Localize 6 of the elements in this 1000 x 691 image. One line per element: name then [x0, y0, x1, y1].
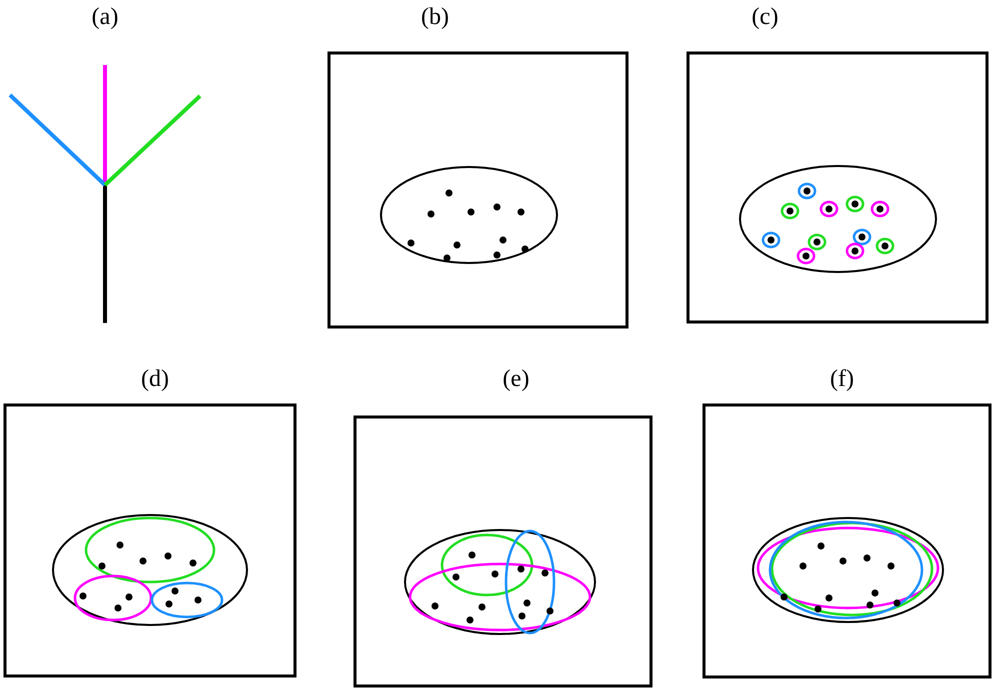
panel-label: (b) [421, 4, 449, 30]
panel-label: (e) [502, 366, 530, 392]
panel-label: (a) [92, 4, 118, 30]
panel-label: (c) [752, 4, 778, 30]
panel-label: (f) [830, 366, 854, 392]
panel-label: (d) [141, 366, 169, 392]
